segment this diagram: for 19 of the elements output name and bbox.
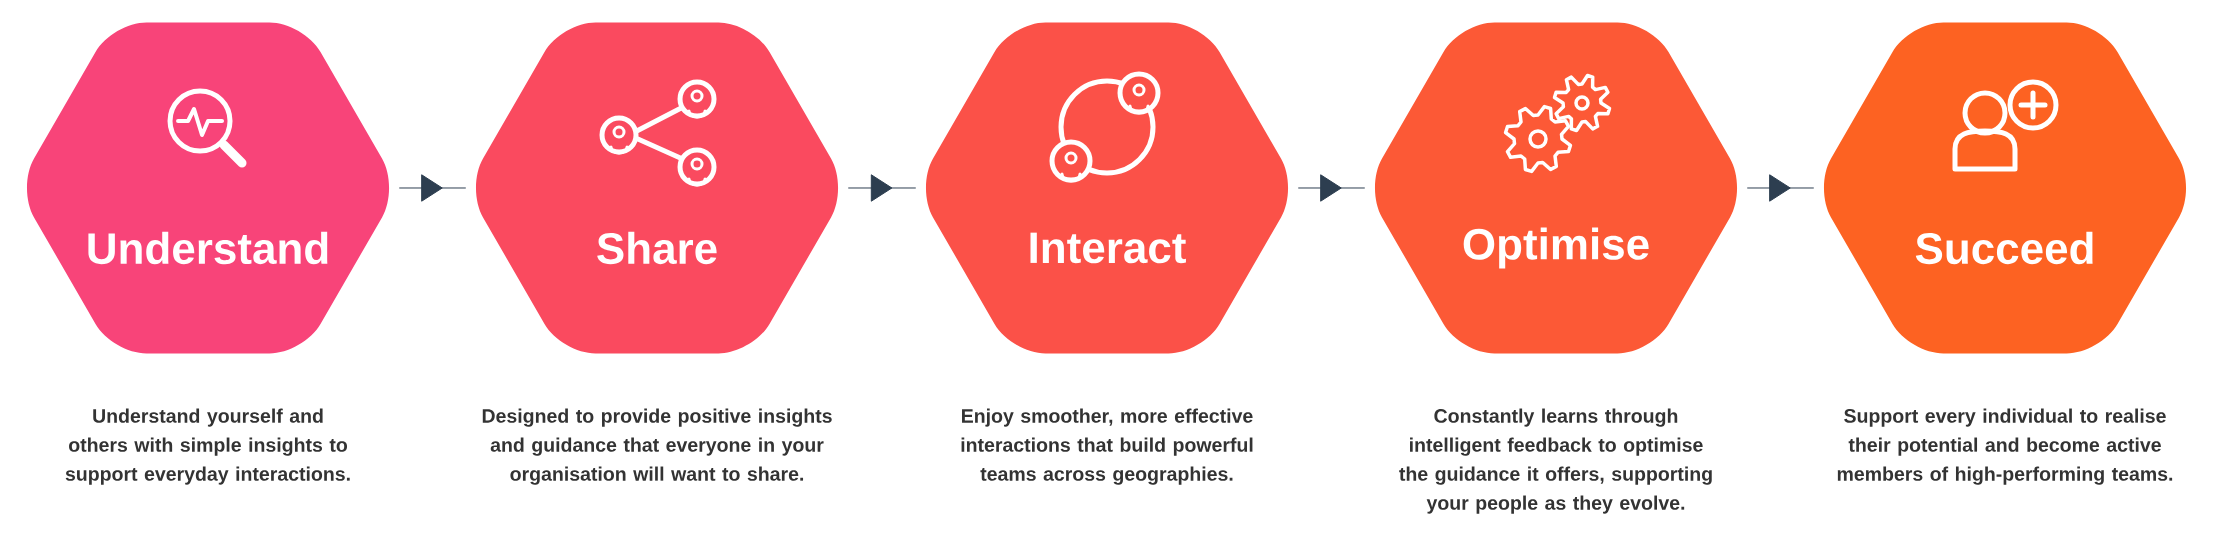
description-text: Understand yourself and others with simple insights to support everyday interactions. bbox=[65, 408, 350, 485]
hexagon-title: Succeed bbox=[1915, 231, 2093, 265]
hexagon-title: Interact bbox=[1030, 232, 1186, 264]
hexagon bbox=[1823, 22, 2187, 354]
hexagon bbox=[925, 22, 1289, 354]
arrow bbox=[1746, 174, 1815, 202]
arrow bbox=[398, 174, 467, 202]
description-text: Enjoy smoother, more effective interactions that build powerful teams across geographies. bbox=[961, 408, 1253, 485]
hexagon-title: Optimise bbox=[1463, 227, 1649, 269]
hexagon-title: Understand bbox=[88, 231, 328, 265]
arrow bbox=[847, 174, 917, 202]
hexagon bbox=[27, 22, 390, 354]
arrow bbox=[1297, 174, 1366, 202]
hexagon-title: Share bbox=[597, 231, 717, 265]
description-text: Designed to provide positive insights and guidance that everyone in your organisation will want to share. bbox=[482, 408, 832, 485]
description-text: Constantly learns through intelligent feedback to optimise the guidance it offers, supporting your people as they evolve. bbox=[1399, 408, 1712, 514]
hexagon bbox=[476, 22, 839, 354]
description-text: Support every individual to realise their potential and become active members of high-performing teams. bbox=[1837, 408, 2173, 485]
hexagon bbox=[1374, 22, 1738, 354]
